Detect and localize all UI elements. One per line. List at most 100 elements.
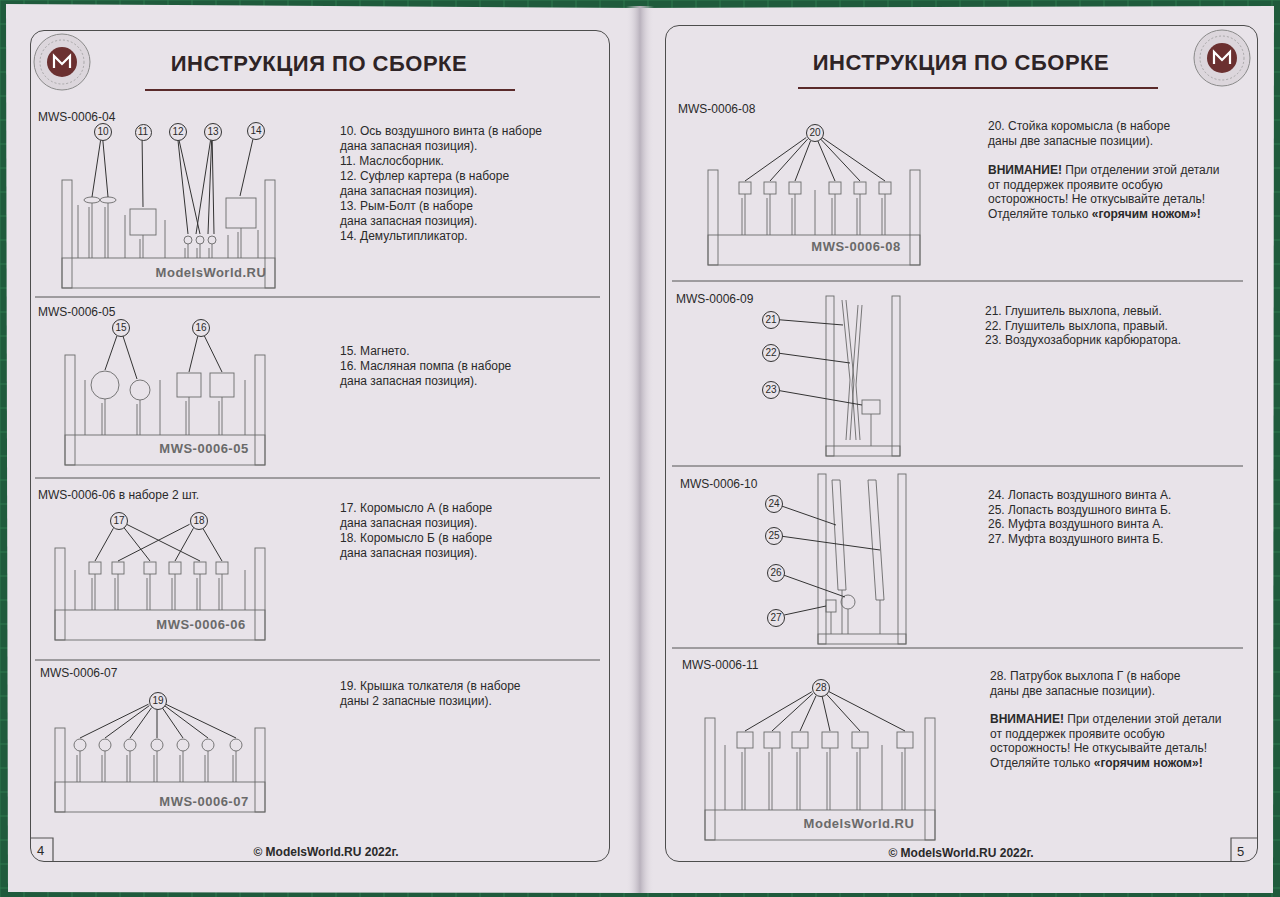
callout-number: 18 <box>193 516 204 526</box>
sprue-marking: ModelsWorld.RU <box>798 816 920 831</box>
page-title: ИНСТРУКЦИЯ ПО СБОРКЕ <box>813 50 1109 76</box>
support-stick <box>769 752 770 810</box>
callout-circle: 25 <box>765 527 783 545</box>
support-stick <box>185 248 186 258</box>
part <box>151 739 163 751</box>
sprue-post <box>265 180 275 288</box>
leader-line <box>118 524 190 561</box>
part <box>177 739 189 751</box>
callout-circle: 18 <box>190 512 208 530</box>
callout-number: 27 <box>770 613 781 623</box>
support-stick <box>745 748 746 810</box>
leader-line <box>779 353 850 363</box>
callout-circle: 23 <box>762 381 780 399</box>
section-separator <box>35 297 600 298</box>
callout-circle: 14 <box>247 122 265 140</box>
logo-mark <box>54 56 70 68</box>
sprue-marking: MWS-0006-08 <box>795 239 917 254</box>
support-stick <box>238 232 239 258</box>
part <box>792 732 808 748</box>
sprue-base <box>55 782 265 812</box>
support-stick <box>108 203 109 258</box>
sprue-code: MWS-0006-07 <box>40 666 117 681</box>
leader-line <box>189 336 198 372</box>
support-stick <box>902 752 903 810</box>
support-stick <box>219 401 220 435</box>
callout-number: 11 <box>138 127 148 137</box>
blade-part <box>868 480 884 600</box>
part-description: 16. Масляная помпа (в наборе дана запасн… <box>340 359 522 389</box>
leader-line <box>126 524 200 561</box>
warning-emphasis: «горячим ножом»! <box>1094 756 1203 770</box>
leader-line <box>105 336 117 370</box>
part <box>226 198 256 228</box>
text-column: 10. Ось воздушного винта (в наборе дана … <box>340 124 590 244</box>
sprue-marking: MWS-0006-07 <box>146 794 262 809</box>
part-description: 14. Демультипликатор. <box>340 229 580 244</box>
support-stick <box>75 570 76 610</box>
page-number-bracket <box>30 838 53 862</box>
callout-number: 17 <box>113 516 124 526</box>
leader-line <box>105 706 149 738</box>
leader-line <box>208 140 212 234</box>
section-separator <box>672 648 1243 649</box>
hub-part <box>826 600 836 612</box>
support-stick <box>140 400 141 435</box>
support-stick <box>742 752 743 810</box>
page-title: ИНСТРУКЦИЯ ПО СБОРКЕ <box>171 51 467 77</box>
part <box>84 197 100 203</box>
sprue-post <box>925 718 935 840</box>
leader-line <box>822 696 830 731</box>
part-description: 21. Глушитель выхлопа, левый. <box>985 304 1225 319</box>
part <box>739 182 751 194</box>
page-fold <box>626 6 654 893</box>
support-stick <box>831 612 832 634</box>
warning-emphasis: «горячим ножом»! <box>1092 207 1201 221</box>
callout-circle: 16 <box>192 319 210 337</box>
callout-circle: 26 <box>767 564 785 582</box>
part-description: 23. Воздухозаборник карбюратора. <box>985 333 1225 348</box>
sprue-marking: MWS-0006-06 <box>140 617 262 632</box>
part <box>74 739 86 751</box>
leader-line <box>770 139 808 181</box>
leader-line <box>80 704 148 738</box>
title-underline <box>145 89 515 91</box>
support-stick <box>197 578 198 610</box>
sprue-rail <box>818 474 826 644</box>
part <box>169 562 181 574</box>
leader-line <box>203 528 222 561</box>
part <box>112 562 124 574</box>
support-stick <box>92 578 93 610</box>
part <box>196 236 204 244</box>
leader-line <box>779 320 843 325</box>
leader-line <box>784 606 826 615</box>
section-separator <box>35 478 600 479</box>
part-description: 19. Крышка толкателя (в наборе даны 2 за… <box>340 679 533 709</box>
support-stick <box>209 248 210 258</box>
support-stick <box>186 401 187 435</box>
support-stick <box>725 745 726 810</box>
muffler-part <box>856 305 862 440</box>
page-number: 5 <box>1237 844 1244 859</box>
part <box>852 732 868 748</box>
support-stick <box>848 609 849 634</box>
support-stick <box>212 244 213 258</box>
callout-circle: 19 <box>149 692 167 710</box>
callout-circle: 20 <box>806 124 824 142</box>
sprue-rail <box>826 446 900 456</box>
part-description: 28. Патрубок выхлопа Г (в наборе даны дв… <box>990 669 1197 699</box>
section-separator <box>35 660 600 661</box>
sprue-post <box>255 548 265 640</box>
support-stick <box>147 578 148 610</box>
support-stick <box>222 397 223 435</box>
logo-disc <box>47 47 77 77</box>
callout-circle: 24 <box>765 495 783 513</box>
sprue-post <box>55 728 65 812</box>
part <box>99 739 111 751</box>
support-stick <box>175 574 176 610</box>
support-stick <box>742 198 743 235</box>
part <box>130 209 156 235</box>
support-stick <box>78 205 79 258</box>
support-stick <box>208 751 209 782</box>
callout-number: 14 <box>250 126 261 136</box>
